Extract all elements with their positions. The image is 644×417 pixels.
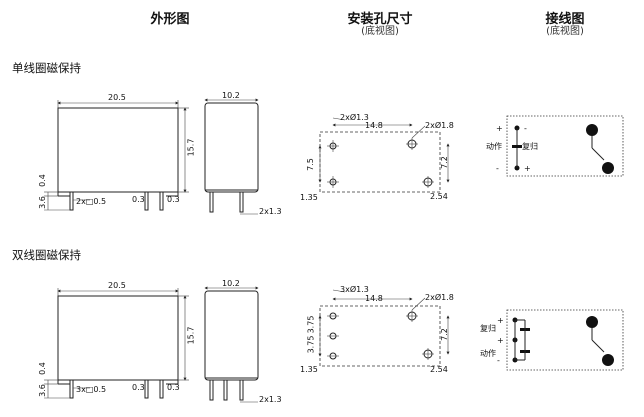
s2-width-label: 20.5 (108, 281, 126, 290)
s1-plus-bottom: + (524, 164, 531, 173)
s1-pin-length-label: 3.6 (37, 196, 47, 209)
s1-mounting-view (318, 117, 450, 193)
s1-depth-label: 10.2 (222, 91, 240, 100)
s2-pin-length-label: 3.6 (37, 384, 47, 397)
s2-reset-label: 复归 (480, 324, 496, 333)
s1-right-pitch-label: 7.2 (439, 156, 449, 169)
s2-holes-small-label: 3xØ1.3 (340, 285, 369, 294)
s1-pin-t1-label: 0.3 (132, 195, 145, 204)
s2-pitch-a-label: 3.75 (306, 315, 316, 334)
section2-title: 双线圈磁保持 (12, 248, 81, 262)
s2-pin-t2-label: 0.3 (167, 383, 180, 392)
s1-pins-side-label: 2x1.3 (259, 207, 282, 216)
s2-plus-top: + (497, 316, 504, 325)
s2-act-label: 动作 (480, 349, 496, 358)
s1-side-view (204, 98, 259, 215)
s2-span-label: 14.8 (365, 294, 383, 303)
section1-title: 单线圈磁保持 (12, 61, 81, 75)
s2-edge-r-label: 2.54 (430, 365, 448, 374)
s2-pins-main-label: 3x□0.5 (76, 385, 107, 394)
wiring-header: 接线图 (545, 12, 585, 27)
mounting-subheader: (底视图) (361, 26, 399, 37)
s1-plus-top: + (496, 124, 503, 133)
s1-span-label: 14.8 (365, 121, 383, 130)
s1-minus-top: - (524, 124, 527, 133)
s2-pin-offset-label: 0.4 (37, 362, 47, 375)
s1-minus-bottom: - (496, 164, 499, 173)
mounting-header: 安装孔尺寸 (347, 12, 413, 27)
s1-front-view (44, 100, 189, 211)
wiring-subheader: (底视图) (546, 26, 584, 37)
s2-depth-label: 10.2 (222, 279, 240, 288)
s1-width-label: 20.5 (108, 93, 126, 102)
s1-pin-t2-label: 0.3 (167, 195, 180, 204)
s2-holes-large-label: 2xØ1.8 (425, 293, 454, 302)
s2-height-label: 15.7 (186, 326, 196, 345)
s1-reset-label: 复归 (522, 142, 538, 151)
s1-wiring-view (506, 115, 624, 177)
s1-holes-small-label: 2xØ1.3 (340, 113, 369, 122)
s1-height-label: 15.7 (186, 138, 196, 157)
s2-right-pitch-label: 7.2 (439, 328, 449, 341)
s2-pitch-b-label: 3.75 (306, 335, 316, 354)
s2-minus-bottom: - (497, 356, 500, 365)
s1-act-label: 动作 (486, 142, 502, 151)
s1-left-pitch-label: 7.5 (305, 158, 315, 171)
outline-header: 外形图 (150, 12, 190, 27)
s2-wiring-view (506, 309, 624, 371)
s1-pin-offset-label: 0.4 (37, 174, 47, 187)
s1-edge-x-label: 1.35 (300, 193, 318, 202)
s1-holes-large-label: 2xØ1.8 (425, 121, 454, 130)
s2-front-view (44, 288, 189, 399)
s2-side-view (204, 286, 259, 403)
s1-edge-r-label: 2.54 (430, 192, 448, 201)
s2-pins-side-label: 2x1.3 (259, 395, 282, 404)
s2-pin-t1-label: 0.3 (132, 383, 145, 392)
s2-mounting-view (318, 289, 450, 367)
s1-pins-main-label: 2x□0.5 (76, 197, 107, 206)
s2-plus-mid: + (497, 336, 504, 345)
s2-edge-x-label: 1.35 (300, 365, 318, 374)
